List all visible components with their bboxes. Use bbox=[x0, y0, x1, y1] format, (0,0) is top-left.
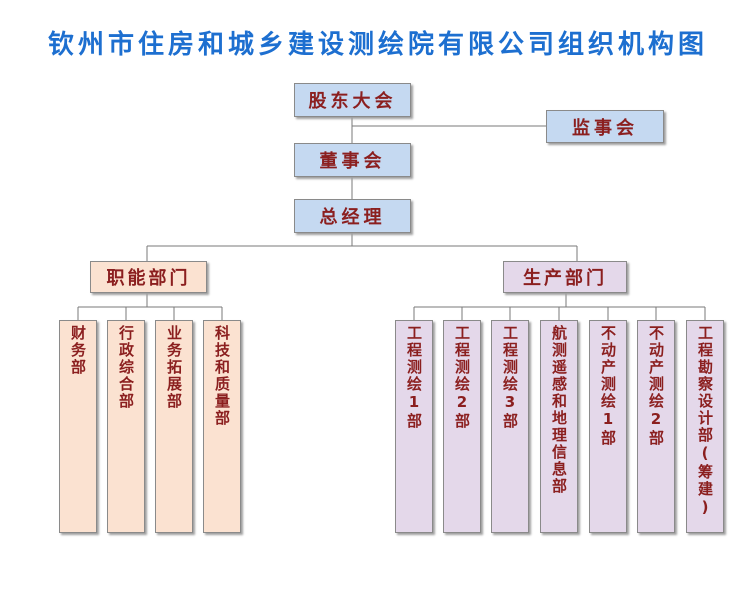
node-board: 董事会 bbox=[294, 143, 411, 177]
dept-label: 财务部 bbox=[69, 325, 87, 376]
dept-label: 工程勘察设计部(筹建) bbox=[696, 325, 714, 518]
dept-label: 行政综合部 bbox=[117, 325, 135, 410]
dept-real-estate-survey-2: 不动产测绘2部 bbox=[637, 320, 675, 533]
chart-title: 钦州市住房和城乡建设测绘院有限公司组织机构图 bbox=[47, 30, 708, 60]
dept-engineering-survey-3: 工程测绘3部 bbox=[491, 320, 529, 533]
dept-finance: 财务部 bbox=[59, 320, 97, 533]
node-production-departments: 生产部门 bbox=[503, 261, 627, 293]
dept-business-development: 业务拓展部 bbox=[155, 320, 193, 533]
dept-label: 工程测绘3部 bbox=[501, 325, 519, 430]
dept-label: 科技和质量部 bbox=[213, 325, 231, 427]
node-shareholders: 股东大会 bbox=[294, 83, 411, 117]
node-general-manager: 总经理 bbox=[294, 199, 411, 233]
dept-engineering-survey-2: 工程测绘2部 bbox=[443, 320, 481, 533]
dept-label: 航测遥感和地理信息部 bbox=[550, 325, 568, 495]
node-supervisory: 监事会 bbox=[546, 110, 664, 143]
dept-administration: 行政综合部 bbox=[107, 320, 145, 533]
dept-label: 工程测绘1部 bbox=[405, 325, 423, 430]
dept-aerial-remote-sensing-gis: 航测遥感和地理信息部 bbox=[540, 320, 578, 533]
node-functional-departments: 职能部门 bbox=[90, 261, 207, 293]
dept-label: 工程测绘2部 bbox=[453, 325, 471, 430]
dept-technology-quality: 科技和质量部 bbox=[203, 320, 241, 533]
dept-label: 不动产测绘2部 bbox=[647, 325, 665, 447]
dept-engineering-geotechnical-design: 工程勘察设计部(筹建) bbox=[686, 320, 724, 533]
dept-engineering-survey-1: 工程测绘1部 bbox=[395, 320, 433, 533]
dept-real-estate-survey-1: 不动产测绘1部 bbox=[589, 320, 627, 533]
dept-label: 不动产测绘1部 bbox=[599, 325, 617, 447]
dept-label: 业务拓展部 bbox=[165, 325, 183, 410]
